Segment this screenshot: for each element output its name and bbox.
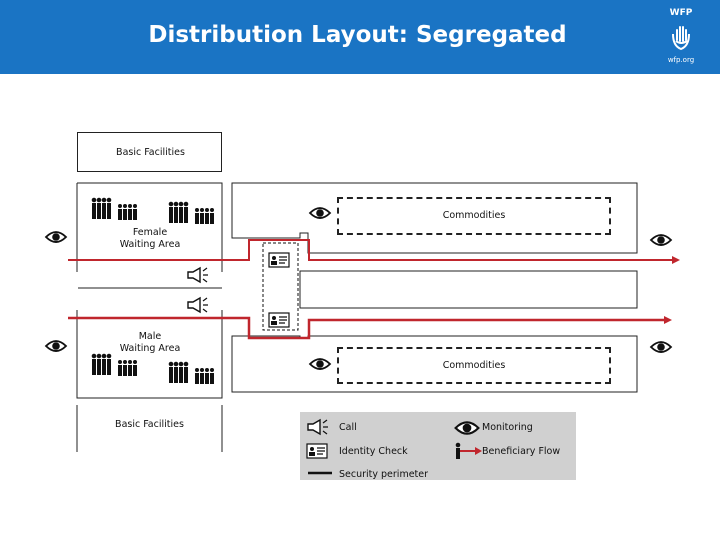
legend-beneficiary-flow-label: Beneficiary Flow xyxy=(482,446,561,457)
legend: Call Identity Check Security perimeter M… xyxy=(300,412,576,480)
monitoring-eye-icon xyxy=(308,358,332,370)
identity-card-icon xyxy=(268,252,290,268)
male-area-line1: Male xyxy=(138,331,162,342)
flow-line-male xyxy=(68,316,664,340)
basic-facilities-top: Basic Facilities xyxy=(77,132,222,172)
people-group-icon xyxy=(91,197,137,220)
call-megaphone-icon xyxy=(187,296,208,314)
wfp-logo: WFP wfp.org xyxy=(652,8,710,68)
logo-text: WFP xyxy=(669,8,693,18)
wfp-emblem-icon xyxy=(672,26,690,51)
monitoring-eye-icon xyxy=(44,231,68,243)
identity-card-icon xyxy=(268,312,290,328)
legend-identity-check-label: Identity Check xyxy=(339,446,408,457)
monitoring-eye-icon xyxy=(44,340,68,352)
commodities-bottom: Commodities xyxy=(337,347,611,384)
header-bar: Distribution Layout: Segregated WFP wfp.… xyxy=(0,0,720,74)
identity-card-icon xyxy=(306,443,328,459)
basic-facilities-top-label: Basic Facilities xyxy=(116,147,185,158)
commodities-bottom-label: Commodities xyxy=(442,360,506,371)
people-group-icon xyxy=(168,201,214,224)
monitoring-eye-icon xyxy=(649,234,673,246)
people-group-icon xyxy=(91,353,137,376)
call-megaphone-icon xyxy=(187,266,208,284)
basic-facilities-bottom-label: Basic Facilities xyxy=(115,419,184,430)
security-perimeter-line-icon xyxy=(308,471,332,475)
legend-security-perimeter-label: Security perimeter xyxy=(339,469,429,480)
legend-call-label: Call xyxy=(339,422,357,433)
monitoring-eye-icon xyxy=(649,341,673,353)
commodities-top-label: Commodities xyxy=(442,210,506,221)
logo-url: wfp.org xyxy=(667,56,695,64)
people-group-icon xyxy=(168,361,214,384)
legend-monitoring-label: Monitoring xyxy=(482,422,533,433)
call-megaphone-icon xyxy=(307,418,328,436)
female-area-line2: Waiting Area xyxy=(119,239,181,250)
beneficiary-flow-icon xyxy=(455,442,482,459)
monitoring-eye-icon xyxy=(454,421,480,435)
male-area-line2: Waiting Area xyxy=(119,343,181,354)
female-area-line1: Female xyxy=(132,227,168,238)
flow-line-female xyxy=(68,239,672,261)
commodities-top: Commodities xyxy=(337,197,611,235)
page-title: Distribution Layout: Segregated xyxy=(148,22,567,48)
monitoring-eye-icon xyxy=(308,207,332,219)
